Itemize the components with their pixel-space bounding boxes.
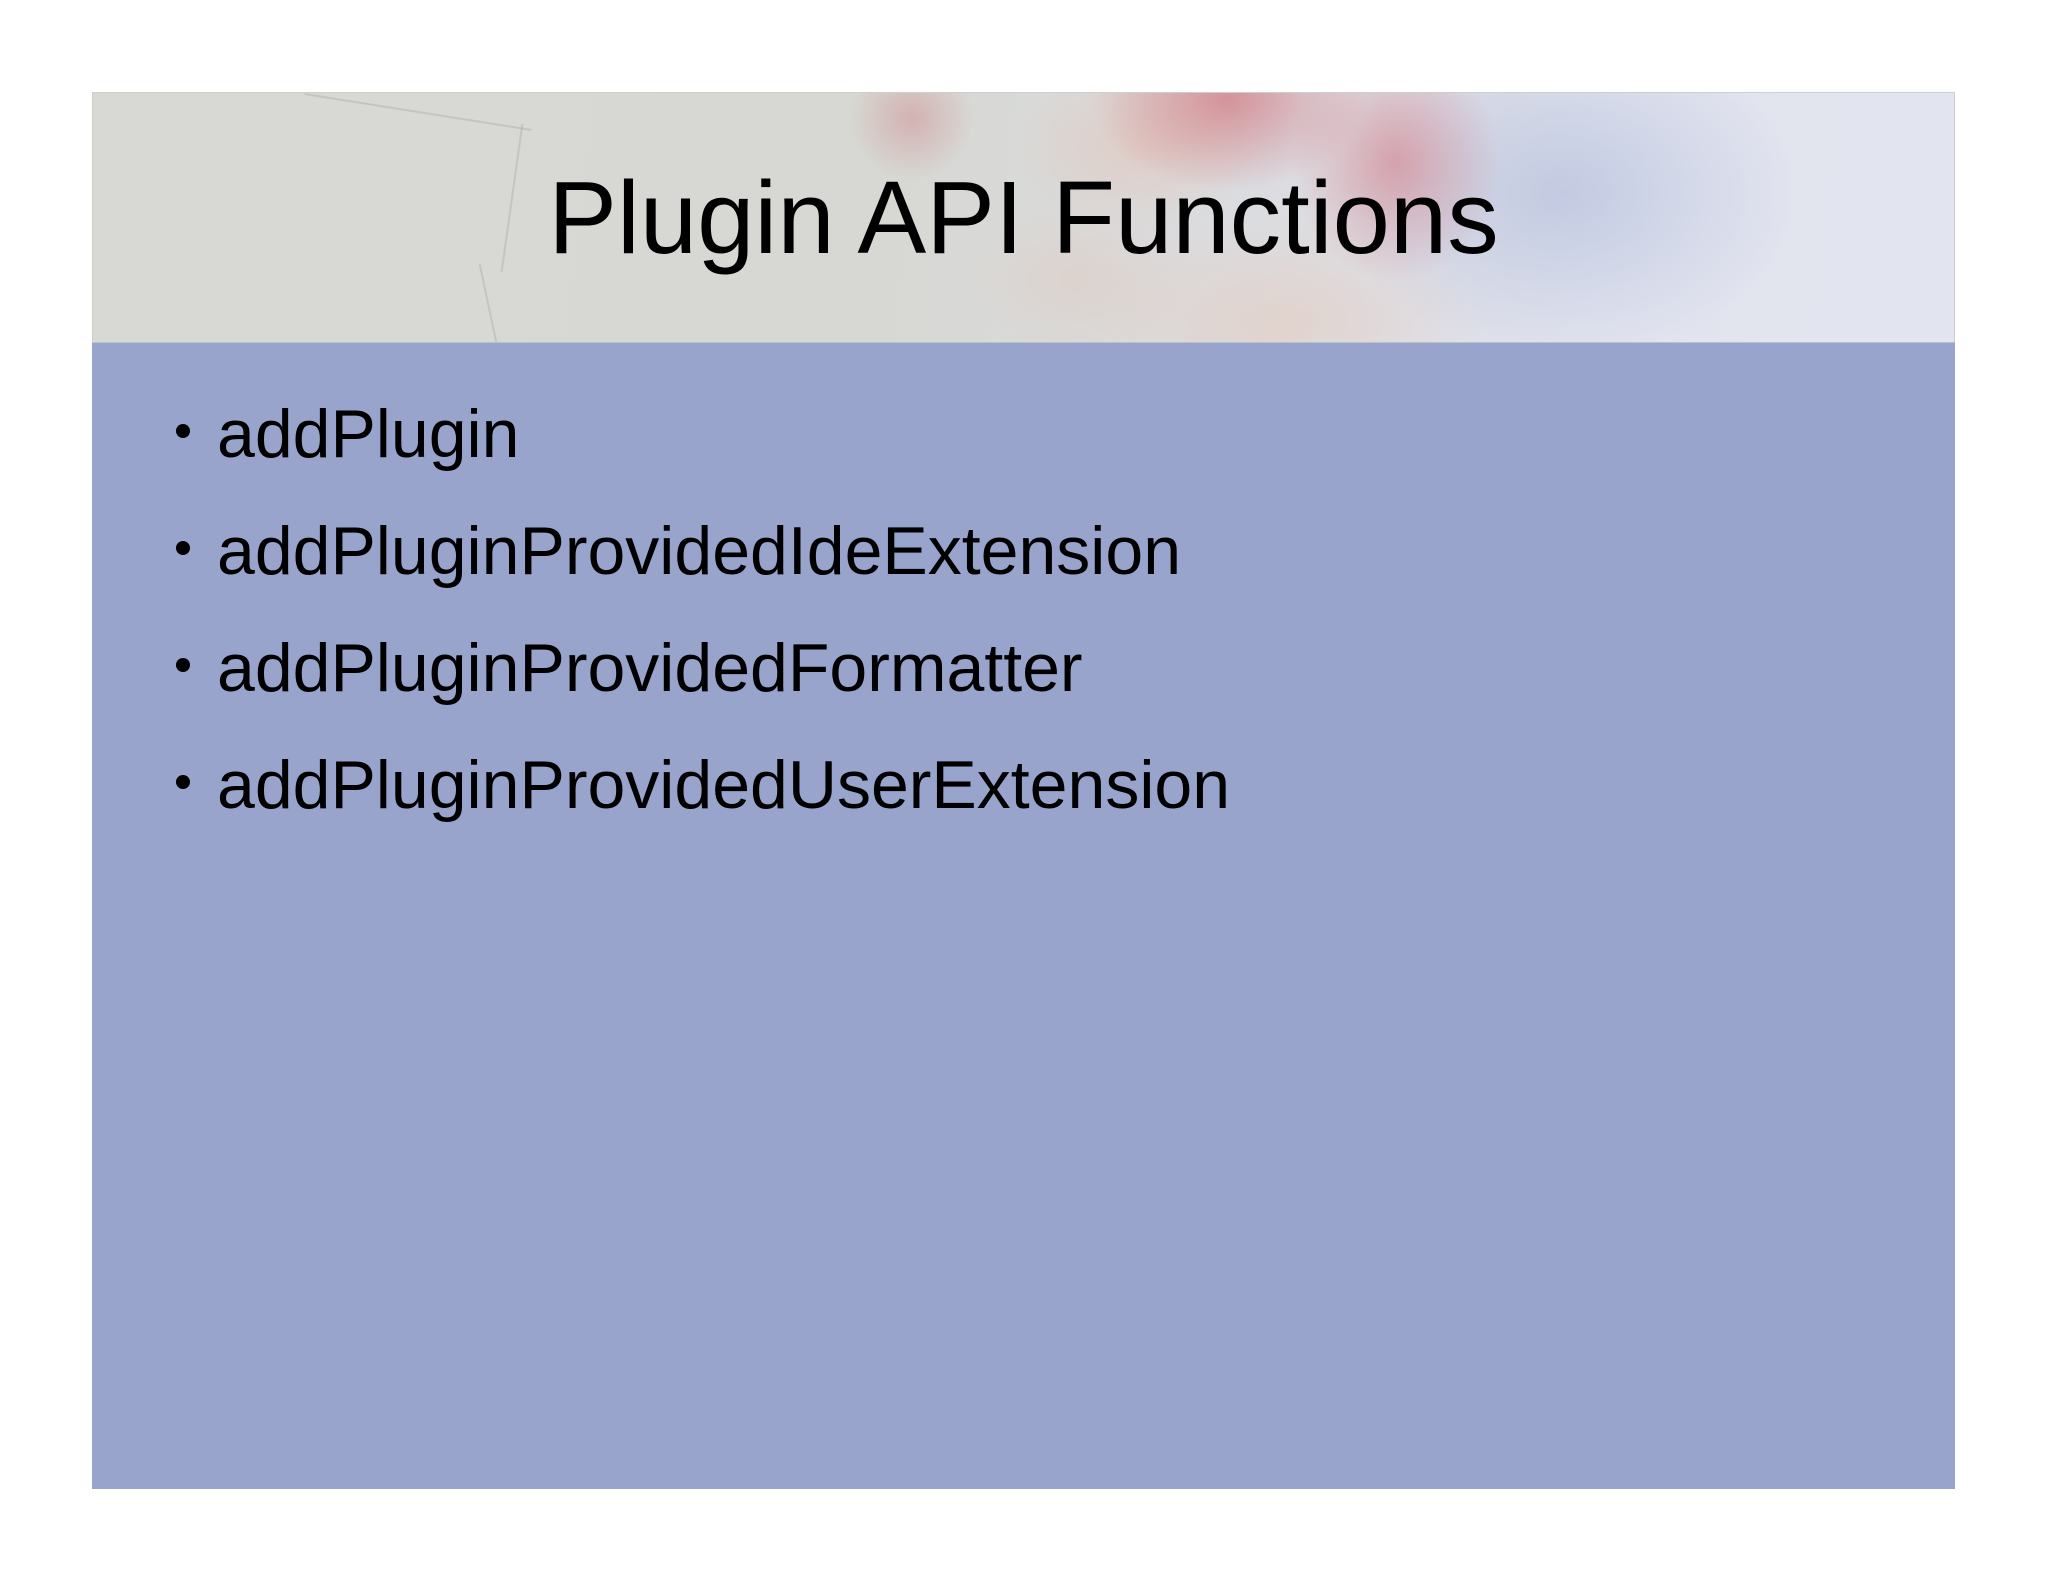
bullet-text: addPluginProvidedIdeExtension [217, 513, 1182, 589]
list-item: addPlugin [176, 400, 1915, 468]
slide-title: Plugin API Functions [548, 159, 1499, 275]
bullet-text: addPluginProvidedFormatter [217, 630, 1083, 706]
bullet-icon [176, 775, 190, 789]
bullet-icon [176, 541, 190, 555]
list-item: addPluginProvidedFormatter [176, 634, 1915, 702]
list-item: addPluginProvidedUserExtension [176, 751, 1915, 819]
slide-body: addPlugin addPluginProvidedIdeExtension … [92, 342, 1955, 1489]
bullet-list: addPlugin addPluginProvidedIdeExtension … [92, 343, 1955, 819]
bullet-text: addPlugin [217, 396, 520, 472]
list-item: addPluginProvidedIdeExtension [176, 517, 1915, 585]
bullet-icon [176, 424, 190, 438]
bullet-text: addPluginProvidedUserExtension [217, 747, 1231, 823]
slide-header: Plugin API Functions [92, 92, 1955, 342]
bullet-icon [176, 658, 190, 672]
